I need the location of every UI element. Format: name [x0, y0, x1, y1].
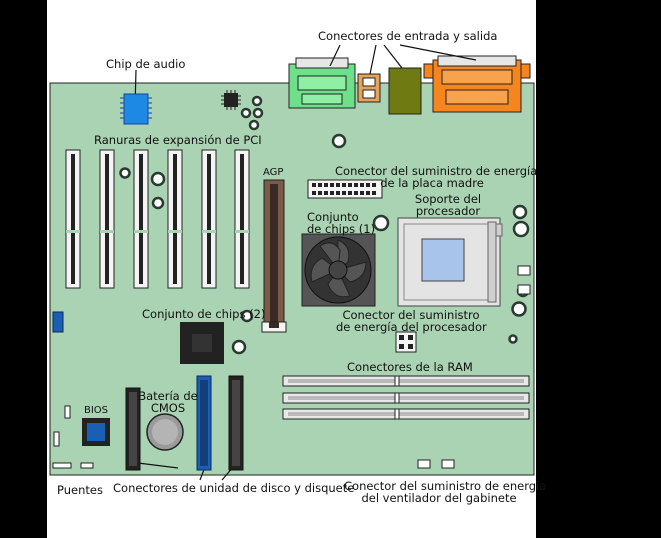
audio-chip [120, 93, 152, 125]
ide-connector-primary [196, 375, 212, 471]
io-connector-green [288, 57, 356, 109]
jumpers [52, 405, 94, 469]
label-jumpers: Puentes [57, 483, 103, 497]
label-cmos-line1: Batería de [138, 389, 198, 403]
bios-chip [82, 418, 110, 446]
label-chipset1-line1: Conjunto [307, 210, 359, 224]
io-connector-orange [423, 55, 531, 113]
label-audio-chip: Chip de audio [106, 57, 186, 71]
label-mb-power-line1: Conector del suministro de energía [335, 164, 538, 178]
ram-slots [282, 375, 530, 420]
jumper-block-left [52, 311, 64, 333]
pci-slot [167, 149, 183, 289]
label-pci-slots: Ranuras de expansión de PCI [94, 133, 262, 147]
chipset-2 [180, 322, 224, 364]
chipset-1-fan [301, 233, 376, 307]
label-cpu-power-line2: de energía del procesador [336, 320, 487, 334]
pci-slot [65, 149, 81, 289]
label-ram: Conectores de la RAM [347, 360, 473, 374]
label-cmos-line2: CMOS [150, 401, 186, 415]
pci-slots [65, 149, 250, 289]
pci-slot [133, 149, 149, 289]
cpu-power-connector [395, 331, 417, 353]
agp-slot [261, 179, 287, 333]
cpu-fan-headers [517, 265, 531, 295]
io-connector-olive [388, 67, 422, 115]
label-bios: BIOS [84, 405, 109, 416]
ram-slot [282, 375, 530, 387]
pci-slot [234, 149, 250, 289]
case-fan-connectors [417, 459, 455, 469]
ram-slot [282, 408, 530, 420]
label-chipset2: Conjunto de chips (2) [142, 307, 266, 321]
label-cpu-power-line1: Conector del suministro [342, 308, 480, 322]
label-io-connectors: Conectores de entrada y salida [318, 29, 498, 43]
ide-connector-secondary [228, 375, 244, 471]
floppy-connector [125, 387, 141, 471]
label-chipset1-line2: de chips (1) [307, 222, 376, 236]
small-chip [221, 90, 241, 110]
cmos-battery [146, 413, 184, 451]
label-mb-power-line2: de la placa madre [380, 176, 484, 190]
pci-slot [201, 149, 217, 289]
io-connector-audio-ports [357, 73, 381, 103]
ram-slot [282, 392, 530, 404]
label-cpu-socket-line1: Soporte del [414, 192, 482, 206]
label-cpu-socket-line2: procesador [415, 204, 481, 218]
label-drive-connectors: Conectores de unidad de disco y disquete [113, 481, 355, 495]
label-case-fan-line1: Conector del suministro de energía [344, 479, 547, 493]
cpu-socket [397, 217, 503, 307]
label-case-fan-line2: del ventilador del gabinete [361, 491, 517, 505]
pci-slot [99, 149, 115, 289]
motherboard-power-connector [307, 179, 383, 199]
label-agp: AGP [263, 167, 284, 178]
